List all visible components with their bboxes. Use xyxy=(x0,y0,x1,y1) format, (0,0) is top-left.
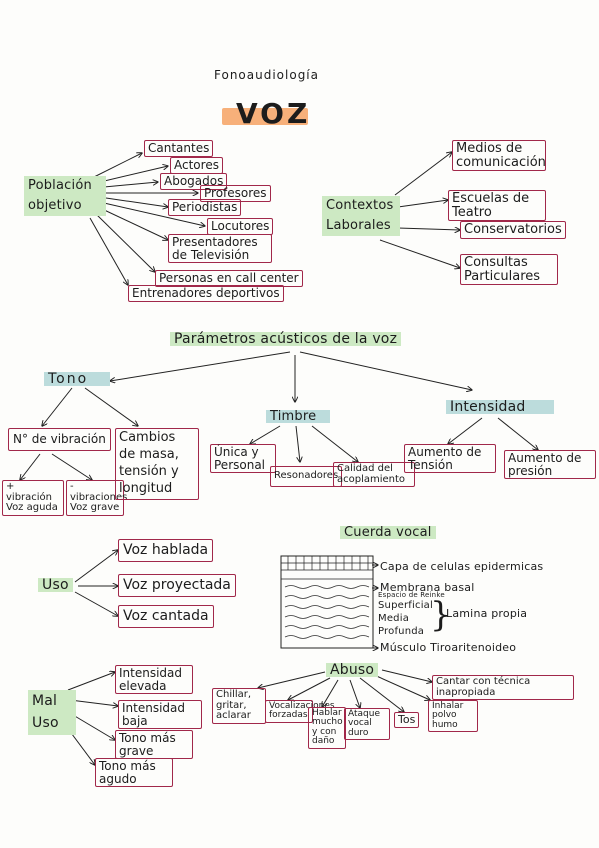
poblacion-label: Población objetivo xyxy=(24,176,106,217)
uso-proyectada: Voz proyectada xyxy=(118,574,236,597)
abuso-tos: Tos xyxy=(394,712,420,728)
tono-menos-vibracion: - vibraciones Voz grave xyxy=(66,480,127,516)
contexto-item-consultas: Consultas Particulares xyxy=(460,254,558,286)
tono-cambios: Cambios de masa, tensión y longitud xyxy=(115,428,199,500)
uso-label: Uso xyxy=(38,578,73,592)
poblacion-item-entrenadores: Entrenadores deportivos xyxy=(128,285,284,302)
page-title: VOZ xyxy=(236,97,311,130)
mal-uso-tono-agudo: Tono más agudo xyxy=(95,758,173,788)
contexto-item-conservatorios: Conservatorios xyxy=(460,221,566,239)
abuso-cantar: Cantar con técnica inapropiada xyxy=(432,675,574,700)
abuso-vocalizaciones: Vocalizaciones forzadas xyxy=(265,700,335,723)
poblacion-item-periodistas: Periodistas xyxy=(168,199,242,216)
cuerda-title: Cuerda vocal xyxy=(340,526,436,539)
cuerda-media: Media xyxy=(378,613,410,624)
intensidad-label: Intensidad xyxy=(446,400,554,414)
abuso-hablar-mucho: Hablar mucho y con daño xyxy=(308,707,346,749)
abuso-label: Abuso xyxy=(326,663,379,677)
poblacion-item-profesores: Profesores xyxy=(200,185,271,202)
title-highlight xyxy=(222,108,308,125)
cuerda-superficial: Superficial xyxy=(378,600,433,611)
cuerda-espacio-reinke: Espacio de Reinke xyxy=(378,591,445,599)
contextos-label: Contextos Laborales xyxy=(322,196,400,237)
poblacion-item-locutores: Locutores xyxy=(207,218,274,235)
parametros-title: Parámetros acústicos de la voz xyxy=(170,332,402,346)
mal-uso-tono-grave: Tono más grave xyxy=(115,730,193,760)
contexto-item-escuelas: Escuelas de Teatro xyxy=(448,190,546,222)
poblacion-item-presentadores: Presentadores de Televisión xyxy=(168,234,272,264)
abuso-inhalar: Inhalar polvo humo xyxy=(428,700,478,733)
intensidad-tension: Aumento de Tensión xyxy=(404,444,496,474)
uso-hablada: Voz hablada xyxy=(118,539,214,562)
timbre-calidad: Calidad del acoplamiento xyxy=(333,462,415,487)
abuso-chillar: Chillar, gritar, aclarar xyxy=(212,688,266,724)
tono-label: Tono xyxy=(44,372,110,386)
cuerda-profunda: Profunda xyxy=(378,626,425,637)
cuerda-capa-epidermica: Capa de celulas epidermicas xyxy=(380,560,544,573)
subject-title: Fonoaudiología xyxy=(214,68,319,82)
intensidad-presion: Aumento de presión xyxy=(504,450,596,480)
uso-cantada: Voz cantada xyxy=(118,605,214,628)
cuerda-musculo: Músculo Tiroaritenoideo xyxy=(380,641,517,654)
timbre-label: Timbre xyxy=(266,410,330,423)
mal-uso-intensidad-baja: Intensidad baja xyxy=(118,700,202,730)
tono-vibraciones: N° de vibración xyxy=(8,428,111,451)
abuso-ataque-vocal: Ataque vocal duro xyxy=(344,708,390,741)
timbre-resonadores: Resonadores xyxy=(270,466,343,487)
poblacion-item-actores: Actores xyxy=(170,157,223,174)
poblacion-item-call-center: Personas en call center xyxy=(155,270,303,287)
cuerda-brace: } xyxy=(430,595,452,635)
cuerda-vocal-drawing xyxy=(280,555,374,649)
mal-uso-label: Mal Uso xyxy=(28,690,76,735)
cuerda-lamina-propia: Lamina propia xyxy=(446,607,528,620)
poblacion-item-cantantes: Cantantes xyxy=(144,140,214,157)
cuerda-membrana-basal: Membrana basal xyxy=(380,581,475,594)
poblacion-item-abogados: Abogados xyxy=(160,173,228,190)
contexto-item-medios: Medios de comunicación xyxy=(452,140,546,172)
timbre-unica: Única y Personal xyxy=(210,444,276,474)
mal-uso-intensidad-elevada: Intensidad elevada xyxy=(115,665,193,695)
tono-mas-vibracion: + vibración Voz aguda xyxy=(2,480,64,516)
